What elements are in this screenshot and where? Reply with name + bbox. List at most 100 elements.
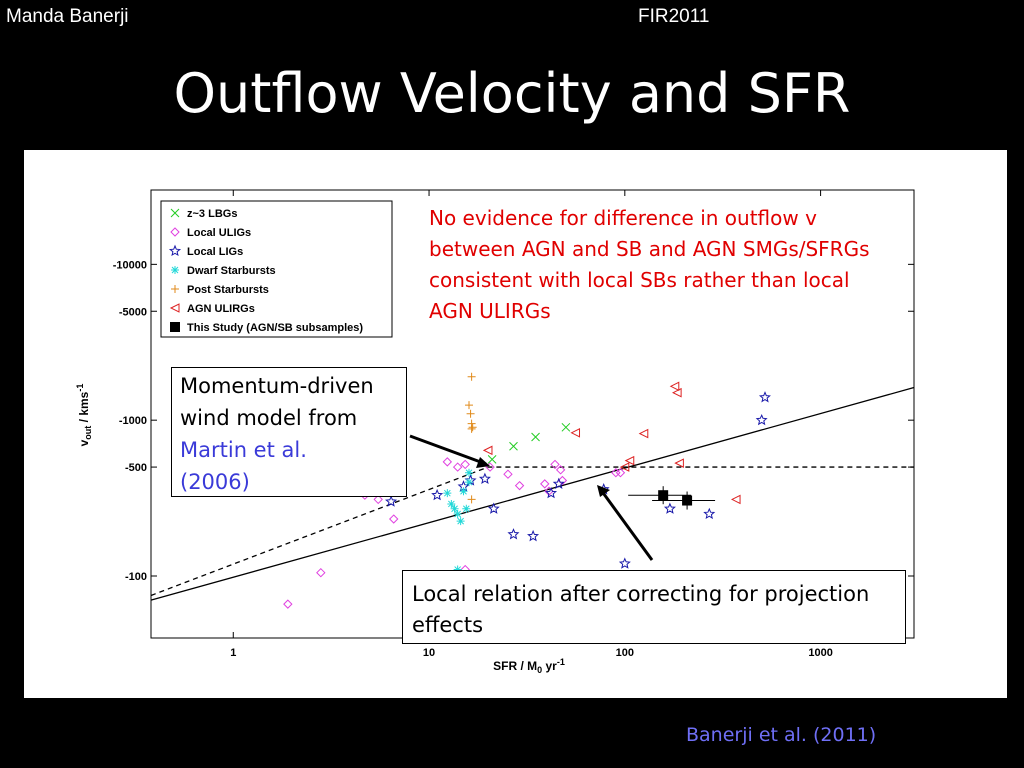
data-point: [453, 565, 462, 574]
legend-label: z~3 LBGs: [187, 208, 237, 220]
data-point: [545, 486, 558, 499]
data-point: [482, 445, 493, 456]
data-point: [619, 462, 630, 472]
data-point: [462, 504, 471, 513]
data-point: [730, 494, 741, 505]
legend-marker: [170, 322, 180, 332]
data-point: [509, 441, 518, 451]
data-point: [638, 428, 649, 439]
data-point: [465, 478, 474, 487]
legend-marker: [169, 303, 180, 313]
data-point: [283, 599, 293, 609]
data-point: [487, 502, 500, 514]
data-point: [682, 495, 693, 506]
data-point: [467, 372, 476, 381]
legend-label: Post Starbursts: [187, 284, 269, 296]
data-point: [624, 455, 635, 466]
arrow-local-head: [597, 485, 610, 497]
legend-label: AGN ULIRGs: [187, 303, 255, 315]
data-point: [663, 502, 676, 514]
callout-line: wind model from: [180, 406, 358, 430]
data-point: [540, 479, 550, 489]
data-point: [561, 422, 571, 432]
y-tick-label: -100: [125, 571, 147, 583]
data-point: [452, 462, 463, 472]
data-point: [466, 409, 475, 418]
data-point: [615, 468, 626, 478]
callout-local-relation: Local relation after correcting for proj…: [402, 570, 906, 644]
legend-marker: [171, 266, 179, 274]
data-point: [385, 495, 398, 507]
data-point: [431, 488, 444, 501]
arrow-momentum-head: [476, 457, 490, 468]
x-tick-label: 100: [616, 647, 634, 659]
data-point: [527, 529, 540, 542]
y-axis-label: vout / kms-1: [75, 384, 93, 447]
citation: Banerji et al. (2011): [686, 724, 877, 746]
data-point: [570, 427, 581, 438]
model-line-dashed: [150, 466, 914, 597]
slide-title: Outflow Velocity and SFR: [173, 62, 851, 125]
data-point: [478, 472, 491, 484]
data-point: [503, 469, 513, 479]
y-tick-label: -10000: [113, 259, 147, 271]
arrow-local: [599, 489, 654, 561]
data-point: [459, 487, 468, 496]
data-point: [373, 494, 383, 505]
data-point: [531, 432, 540, 442]
y-tick-label: -500: [125, 462, 147, 474]
legend-marker: [168, 244, 182, 257]
data-point: [555, 465, 566, 475]
x-tick-label: 10: [423, 647, 435, 659]
data-point: [389, 514, 399, 524]
data-point: [618, 557, 631, 569]
data-point: [456, 517, 465, 526]
conference-name: FIR2011: [638, 6, 710, 27]
data-point: [450, 504, 459, 513]
arrow-momentum: [409, 434, 487, 466]
legend-marker: [170, 227, 180, 237]
data-point: [443, 489, 452, 498]
legend-marker: [170, 208, 180, 218]
figure-panel: 1 10 100 1000 -10000 -5000 -1000 -500 -100 z~3 L…: [24, 150, 1007, 698]
data-point: [464, 474, 477, 486]
data-point: [467, 495, 476, 504]
reference-year: (2006): [180, 470, 250, 494]
data-point: [453, 509, 462, 518]
legend-label: Dwarf Starbursts: [187, 265, 276, 277]
data-point: [468, 423, 477, 432]
data-point: [514, 480, 525, 491]
author-name: Manda Banerji: [6, 6, 129, 27]
legend-label: Local LIGs: [187, 246, 243, 258]
y-tick-label: -5000: [119, 306, 147, 318]
data-point: [442, 457, 453, 467]
legend-label: Local ULIGs: [187, 227, 251, 239]
data-point: [316, 567, 326, 578]
data-point: [447, 499, 456, 508]
data-point: [550, 459, 560, 470]
x-tick-label: 1: [230, 647, 236, 659]
relation-line-solid: [150, 386, 915, 601]
data-point: [487, 455, 497, 464]
data-point: [460, 459, 470, 470]
callout-line: Momentum-driven: [180, 374, 374, 398]
data-point: [611, 468, 621, 478]
y-tick-label: -1000: [119, 415, 147, 427]
data-point: [669, 381, 680, 392]
legend-label: This Study (AGN/SB subsamples): [187, 322, 363, 334]
data-point: [672, 387, 682, 398]
x-tick-label: 1000: [808, 647, 832, 659]
data-point: [465, 468, 474, 477]
data-point: [703, 507, 716, 520]
callout-momentum-driven: Momentum-driven wind model from Martin e…: [171, 367, 407, 497]
data-point: [552, 477, 565, 489]
legend-box: [160, 200, 393, 338]
data-point: [557, 475, 568, 486]
data-point: [758, 391, 771, 403]
scatter-chart: 1 10 100 1000 -10000 -5000 -1000 -500 -100 z~3 L…: [75, 189, 915, 675]
legend-marker: [171, 285, 179, 293]
data-point: [467, 424, 476, 433]
data-point: [755, 413, 768, 426]
reference-link: Martin et al.: [180, 438, 307, 462]
